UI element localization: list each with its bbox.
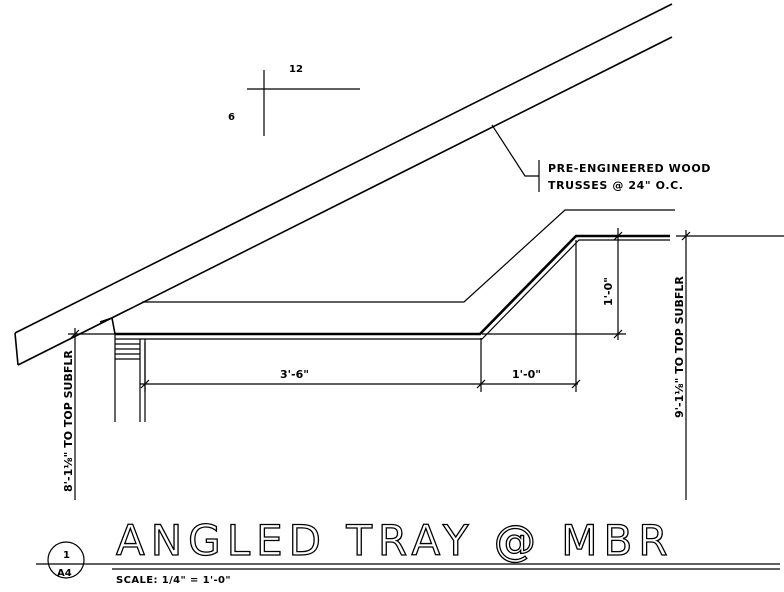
wall-framing — [114, 334, 146, 422]
dim-flat-width: 3'-6" — [280, 368, 309, 381]
tray-ceiling — [115, 234, 670, 340]
slope-run-label: 12 — [289, 64, 303, 75]
roof-top-chord — [14, 3, 673, 366]
slope-symbol: 6 12 — [228, 64, 360, 136]
dim-angled-width: 1'-0" — [512, 368, 541, 381]
dim-left-height: 8'-1⅛" TO TOP SUBFLR — [62, 350, 75, 492]
callout-line-1: PRE-ENGINEERED WOOD — [548, 162, 711, 175]
truss-bottom-outline — [142, 209, 675, 303]
left-height-dimension: 8'-1⅛" TO TOP SUBFLR — [62, 328, 115, 500]
callout-line-2: TRUSSES @ 24" O.C. — [548, 179, 684, 192]
title-block: 1 A4 ANGLED TRAY @ MBR SCALE: 1/4" = 1'-… — [36, 515, 780, 586]
detail-number: 1 — [63, 550, 70, 561]
dim-tray-rise: 1'-0" — [602, 277, 615, 306]
sheet-number: A4 — [57, 568, 72, 579]
dim-right-height: 9'-1⅛" TO TOP SUBFLR — [673, 276, 686, 418]
drawing-title: ANGLED TRAY @ MBR — [116, 516, 674, 565]
right-height-dimension: 9'-1⅛" TO TOP SUBFLR — [673, 230, 784, 500]
drawing-scale: SCALE: 1/4" = 1'-0" — [116, 575, 231, 586]
horizontal-dimension: 3'-6" 1'-0" — [140, 240, 581, 392]
slope-rise-label: 6 — [228, 112, 235, 123]
truss-callout: PRE-ENGINEERED WOOD TRUSSES @ 24" O.C. — [491, 124, 711, 192]
tray-rise-dimension: 1'-0" — [482, 228, 626, 340]
